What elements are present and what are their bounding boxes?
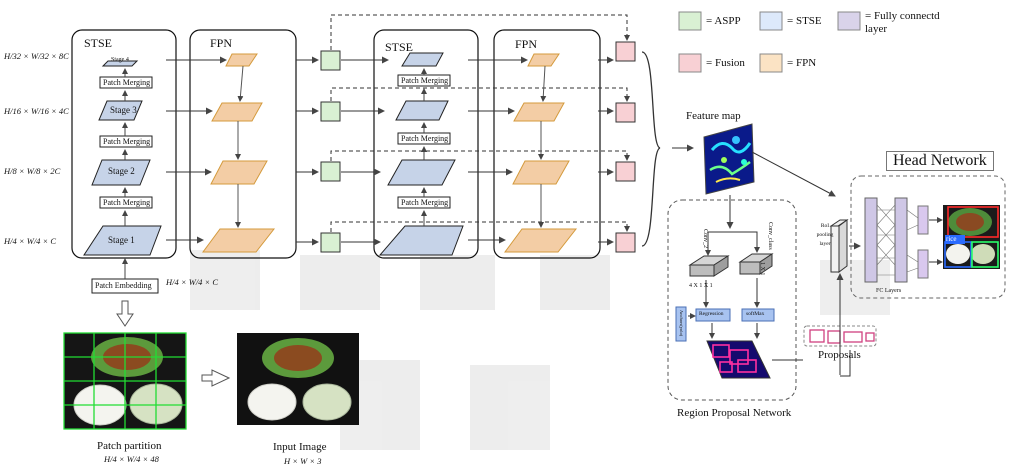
patch-merging-label: Patch Merging	[401, 76, 449, 85]
stse2-title: STSE	[385, 40, 414, 54]
patch-partition-label: Patch partition	[97, 440, 162, 452]
fusion-3	[615, 161, 636, 182]
dim-label: H/8 × W/8 × 2C	[4, 166, 61, 176]
detection-image	[943, 205, 1000, 269]
rpn-container	[667, 199, 797, 401]
stse-block-2	[373, 29, 479, 259]
stage2-label: Stage 2	[108, 166, 135, 176]
fusion-2	[615, 102, 636, 123]
input-image-label: Input Image	[273, 441, 327, 453]
dim-label: H/32 × W/32 × 8C	[4, 51, 69, 61]
rpn-output-map	[706, 340, 771, 379]
proposals-label: Proposals	[818, 349, 861, 361]
patch-merging-label: Patch Merging	[103, 198, 151, 207]
fpn-block-1	[189, 29, 297, 259]
regression-label: Regression	[699, 311, 724, 317]
patch-partition-image	[63, 332, 187, 430]
dim-label: H/16 × W/16 × 4C	[4, 106, 69, 116]
stage4-label: Stage 4	[111, 57, 129, 63]
stse1-stage2	[91, 159, 151, 186]
fpn1-level3	[211, 102, 263, 122]
fpn1-title: FPN	[210, 36, 233, 50]
conv1-label: Conv_2	[702, 229, 708, 249]
dim-label: H/4 × W/4 × C	[4, 236, 57, 246]
stse1-stage3	[98, 100, 143, 121]
fpn-block-2	[493, 29, 601, 259]
brace	[641, 51, 661, 247]
legend-aspp: = ASPP	[706, 15, 741, 27]
fpn1-level2	[210, 160, 268, 185]
legend-fpn: = FPN	[787, 57, 817, 69]
stage1-label: Stage 1	[108, 235, 135, 245]
patch-merging-label: Patch Merging	[103, 137, 151, 146]
feature-map	[703, 123, 755, 195]
legend-fc: = Fully connectd layer	[865, 10, 940, 35]
aspp-3	[320, 161, 341, 182]
kernel-1-label: 1 X 1	[759, 262, 765, 276]
head-network-container	[850, 175, 1006, 299]
dim-label: H/4 × W/4 × C	[166, 277, 219, 287]
head-network-title: Head Network	[886, 151, 994, 171]
anchor-label: Anchors(yolo)	[679, 310, 684, 337]
fpn2-title: FPN	[515, 37, 538, 51]
patch-merging-label: Patch Merging	[103, 78, 151, 87]
fc-layers-label: FC Layers	[876, 288, 902, 294]
input-image	[237, 333, 359, 425]
patch-merging-label: Patch Merging	[401, 134, 449, 143]
detect-label: rice	[946, 235, 957, 243]
fusion-1	[615, 41, 636, 62]
softmax-label: softMax	[746, 311, 765, 317]
patch-embedding-label: Patch Embedding	[95, 281, 152, 290]
patch-partition-dim: H/4 × W/4 × 48	[104, 454, 159, 464]
softmax-box	[741, 308, 775, 322]
aspp-4	[320, 232, 341, 253]
aspp-1	[320, 50, 341, 71]
roi-label: RoI pooling layer	[816, 223, 834, 247]
stage3-label: Stage 3	[110, 105, 137, 115]
regression-box	[695, 308, 731, 322]
fpn1-level1	[202, 228, 276, 253]
legend-fusion: = Fusion	[706, 57, 745, 69]
conv2-label: Conv_class	[767, 222, 773, 250]
anchor-box	[675, 306, 687, 342]
patch-merging-label: Patch Merging	[401, 198, 449, 207]
stse1-stage4	[101, 60, 139, 67]
feature-map-label: Feature map	[686, 110, 741, 122]
fusion-4	[615, 232, 636, 253]
aspp-2	[320, 101, 341, 122]
kernel-4-label: 4 X 1 X 1	[689, 283, 713, 289]
input-image-dim: H × W × 3	[284, 456, 322, 466]
legend-stse: = STSE	[787, 15, 822, 27]
stse1-stage1	[83, 225, 162, 256]
fpn1-level4	[225, 53, 258, 67]
stse1-title: STSE	[84, 36, 113, 50]
rpn-title: Region Proposal Network	[677, 407, 792, 419]
